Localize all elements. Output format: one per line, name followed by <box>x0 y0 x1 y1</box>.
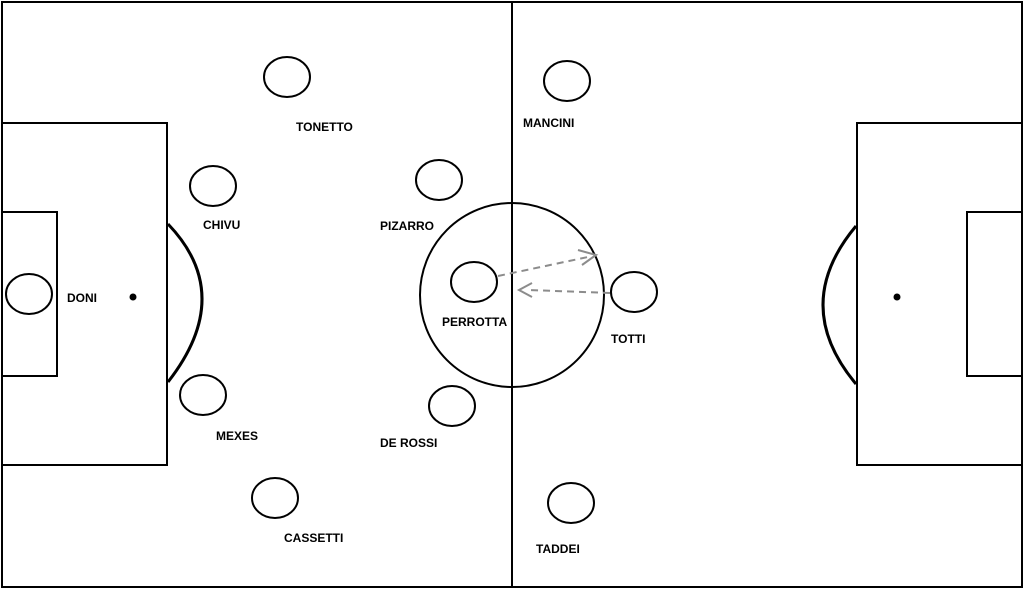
player-mancini: MANCINI <box>523 60 591 130</box>
left-penalty-spot <box>129 293 137 301</box>
player-label: MEXES <box>216 429 258 443</box>
player-marker <box>547 482 595 524</box>
player-label: MANCINI <box>523 116 574 130</box>
player-chivu: CHIVU <box>189 165 240 232</box>
player-label: TONETTO <box>296 120 353 134</box>
movement-arrows <box>497 249 611 298</box>
player-tonetto: TONETTO <box>263 56 353 134</box>
player-label: PERROTTA <box>442 315 507 329</box>
player-label: DONI <box>67 291 97 305</box>
player-label: CASSETTI <box>284 531 343 545</box>
player-marker <box>450 261 498 303</box>
player-cassetti: CASSETTI <box>251 477 343 545</box>
player-label: TOTTI <box>611 332 645 346</box>
center-circle <box>419 202 605 388</box>
players: DONI TONETTO CHIVU MEXES CASSETTI PIZARR… <box>5 56 658 556</box>
player-label: CHIVU <box>203 218 240 232</box>
player-label: PIZARRO <box>380 219 434 233</box>
right-goal-area <box>966 211 1023 377</box>
player-marker <box>610 271 658 313</box>
perrotta-run-arrow <box>497 256 589 277</box>
player-perrotta: PERROTTA <box>442 261 507 329</box>
player-doni: DONI <box>5 273 97 315</box>
totti-drop-arrowhead <box>516 282 533 298</box>
player-taddei: TADDEI <box>536 482 595 556</box>
player-marker <box>543 60 591 102</box>
right-penalty-spot <box>893 293 901 301</box>
player-marker <box>179 374 227 416</box>
player-pizarro: PIZARRO <box>380 159 463 233</box>
player-label: DE ROSSI <box>380 436 437 450</box>
player-marker <box>5 273 53 315</box>
right-penalty-area <box>856 122 1023 466</box>
player-mexes: MEXES <box>179 374 258 443</box>
player-marker <box>428 385 476 427</box>
left-goal-area <box>1 211 58 377</box>
player-totti: TOTTI <box>610 271 658 346</box>
totti-drop-arrow <box>527 289 611 294</box>
player-de-rossi: DE ROSSI <box>380 385 476 450</box>
player-marker <box>415 159 463 201</box>
right-penalty-arc <box>821 225 858 385</box>
perrotta-run-arrowhead <box>577 249 599 266</box>
player-marker <box>251 477 299 519</box>
player-marker <box>189 165 237 207</box>
left-penalty-arc <box>166 222 204 383</box>
player-marker <box>263 56 311 98</box>
player-label: TADDEI <box>536 542 580 556</box>
